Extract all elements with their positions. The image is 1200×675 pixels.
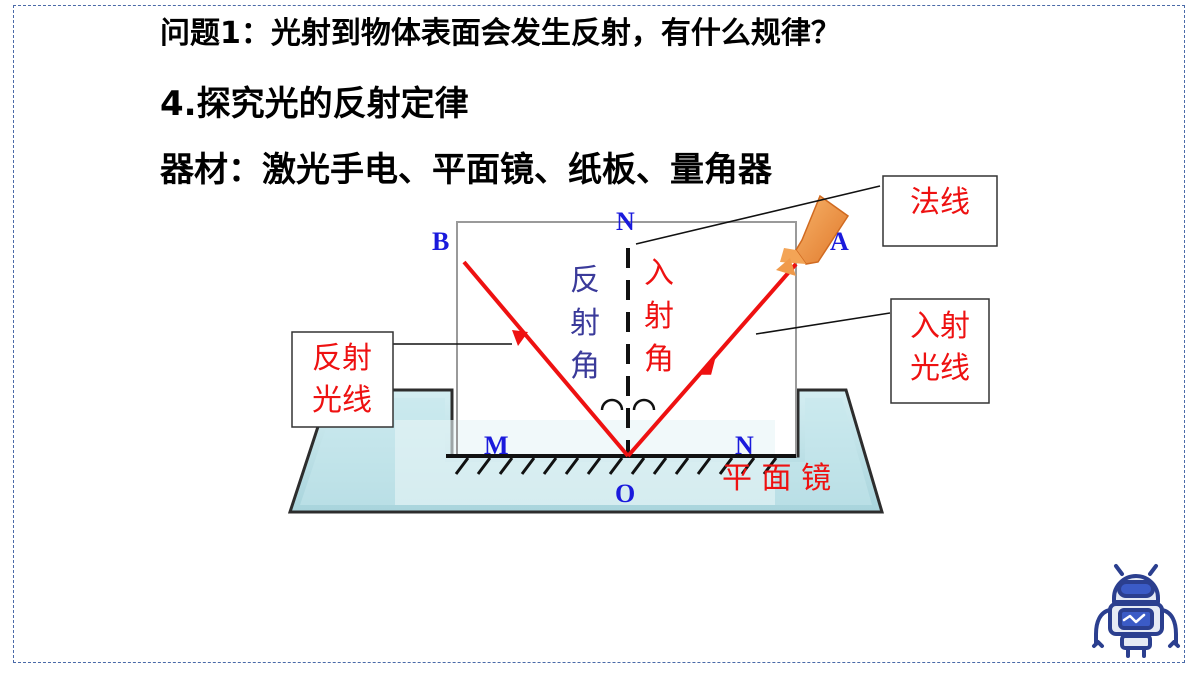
reflect-angle-char-2: 射: [570, 306, 600, 341]
materials-text: 器材：激光手电、平面镜、纸板、量角器: [160, 150, 772, 190]
reflected-ray: [462, 260, 630, 458]
incident-leader-line: [755, 312, 891, 335]
laser-pointer-icon: [776, 194, 850, 276]
label-M: M: [484, 431, 509, 460]
reflected-ray-arrow: [512, 330, 528, 346]
reflect-angle-arc: [600, 398, 624, 411]
label-O: O: [615, 479, 635, 508]
incident-callout-line2: 光线: [910, 351, 970, 386]
incident-callout-line1: 入射: [910, 309, 970, 344]
water-tank: [287, 388, 885, 514]
normal-callout-text: 法线: [910, 185, 970, 220]
incident-ray-arrow: [696, 357, 716, 375]
reflected-callout: 反射 光线: [291, 331, 394, 428]
incident-ray: [626, 262, 798, 458]
label-B: B: [432, 227, 449, 256]
label-N-right: N: [735, 431, 754, 460]
normal-leader-line: [635, 185, 881, 245]
normal-callout: 法线: [882, 175, 998, 247]
plane-mirror: [446, 454, 796, 475]
reflect-angle-char-3: 角: [570, 349, 600, 384]
slide-frame: [13, 5, 1185, 663]
robot-icon: [1092, 564, 1180, 658]
incident-angle-char-1: 入: [644, 256, 674, 291]
incident-callout: 入射 光线: [890, 298, 990, 404]
reflect-angle-char-1: 反: [570, 263, 600, 298]
reflected-callout-line2: 光线: [312, 383, 372, 418]
incident-angle-arc: [632, 398, 656, 411]
section-title: 4.探究光的反射定律: [160, 84, 469, 124]
label-N-top: N: [616, 207, 635, 236]
reflected-callout-line1: 反射: [312, 341, 372, 376]
label-A: A: [830, 227, 849, 256]
incident-angle-char-2: 射: [644, 299, 674, 334]
mirror-label: 平 面 镜: [722, 461, 831, 496]
incident-angle-char-3: 角: [644, 342, 674, 377]
question-heading: 问题1：光射到物体表面会发生反射，有什么规律？: [160, 16, 841, 51]
